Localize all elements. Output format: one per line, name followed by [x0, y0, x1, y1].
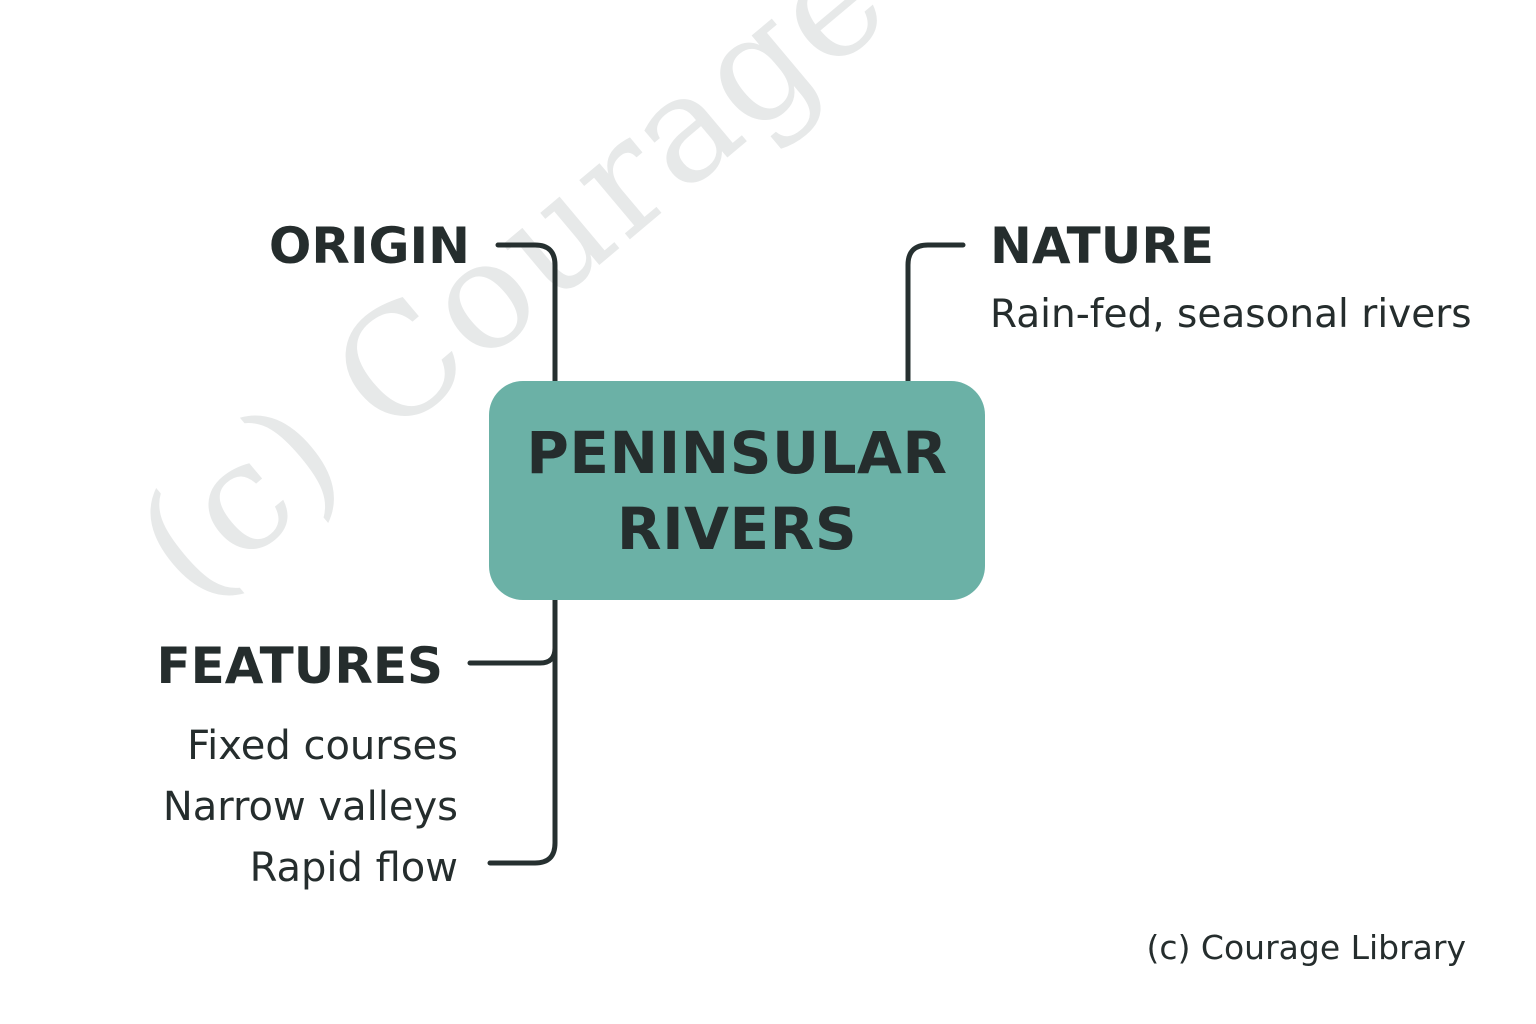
central-node: PENINSULAR RIVERS [489, 381, 985, 600]
nature-description: Rain-fed, seasonal rivers [990, 292, 1472, 337]
nature-heading: NATURE [990, 217, 1215, 275]
origin-heading: ORIGIN [268, 217, 470, 275]
central-title-line1: PENINSULAR [526, 418, 948, 487]
connector-origin [495, 242, 558, 386]
feature-item: Rapid flow [249, 845, 458, 891]
feature-item: Narrow valleys [162, 784, 458, 830]
feature-item: Fixed courses [187, 723, 458, 769]
features-heading: FEATURES [156, 637, 444, 695]
connector-features-branch [467, 645, 558, 666]
credit-text: (c) Courage Library [1146, 928, 1466, 967]
connector-nature [905, 242, 966, 386]
connector-features-trunk [487, 595, 558, 866]
features-list: Fixed courses Narrow valleys Rapid flow [100, 716, 458, 899]
central-title-line2: RIVERS [616, 494, 858, 563]
